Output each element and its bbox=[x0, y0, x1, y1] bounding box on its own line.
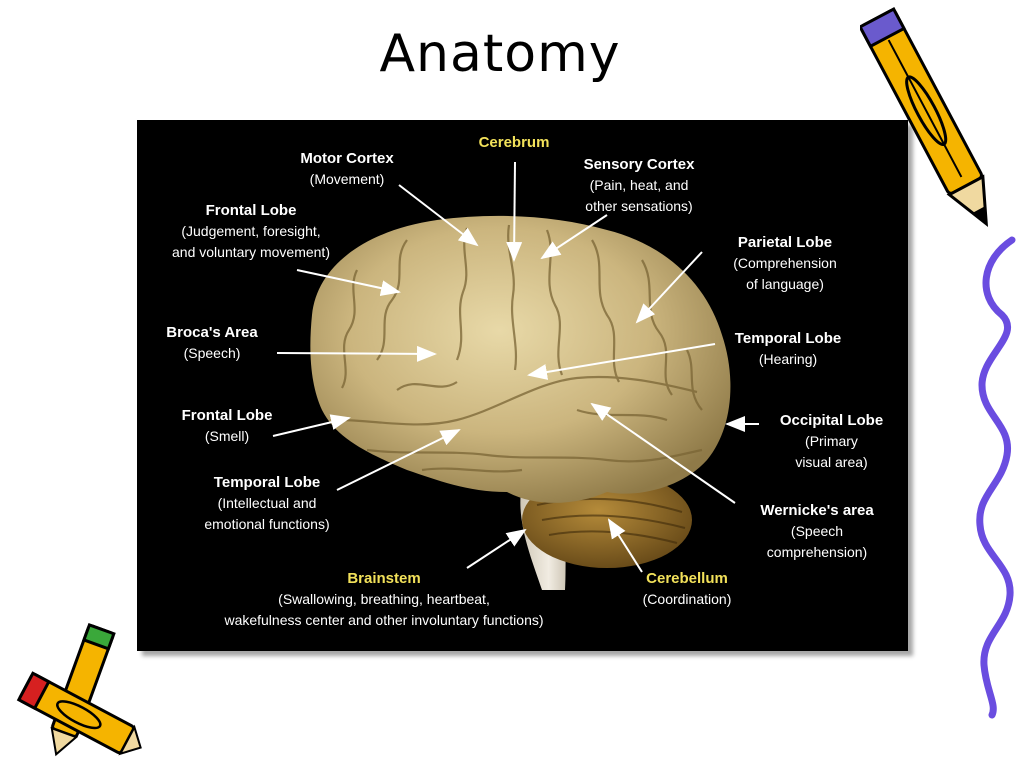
label-brainstem: Brainstem (Swallowing, breathing, heartb… bbox=[224, 570, 544, 628]
label-cerebrum: Cerebrum bbox=[478, 134, 550, 151]
pencil-icon bbox=[860, 7, 989, 227]
label-temporal-lobe-hearing: Temporal Lobe (Hearing) bbox=[734, 330, 842, 367]
cerebrum-shape bbox=[310, 215, 731, 503]
label-sensory-cortex: Sensory Cortex (Pain, heat, and other se… bbox=[583, 156, 695, 214]
crayon-icon bbox=[16, 622, 142, 757]
label-frontal-lobe-smell: Frontal Lobe (Smell) bbox=[181, 407, 273, 444]
squiggle-line-icon bbox=[976, 236, 1016, 719]
brain-illustration bbox=[272, 161, 759, 590]
slide-title: Anatomy bbox=[379, 24, 621, 84]
label-cerebellum: Cerebellum (Coordination) bbox=[642, 570, 732, 607]
label-wernickes-area: Wernicke's area (Speech comprehension) bbox=[760, 502, 874, 560]
label-temporal-lobe-intellectual: Temporal Lobe (Intellectual and emotiona… bbox=[204, 474, 330, 532]
label-brocas-area: Broca's Area (Speech) bbox=[166, 324, 258, 361]
label-occipital-lobe: Occipital Lobe (Primary visual area) bbox=[779, 412, 884, 470]
brain-diagram: Cerebrum Motor Cortex (Movement) Sensory… bbox=[137, 120, 908, 651]
label-frontal-lobe-judgement: Frontal Lobe (Judgement, foresight, and … bbox=[172, 202, 330, 260]
label-parietal-lobe: Parietal Lobe (Comprehension of language… bbox=[733, 234, 837, 292]
label-motor-cortex: Motor Cortex (Movement) bbox=[300, 150, 394, 187]
